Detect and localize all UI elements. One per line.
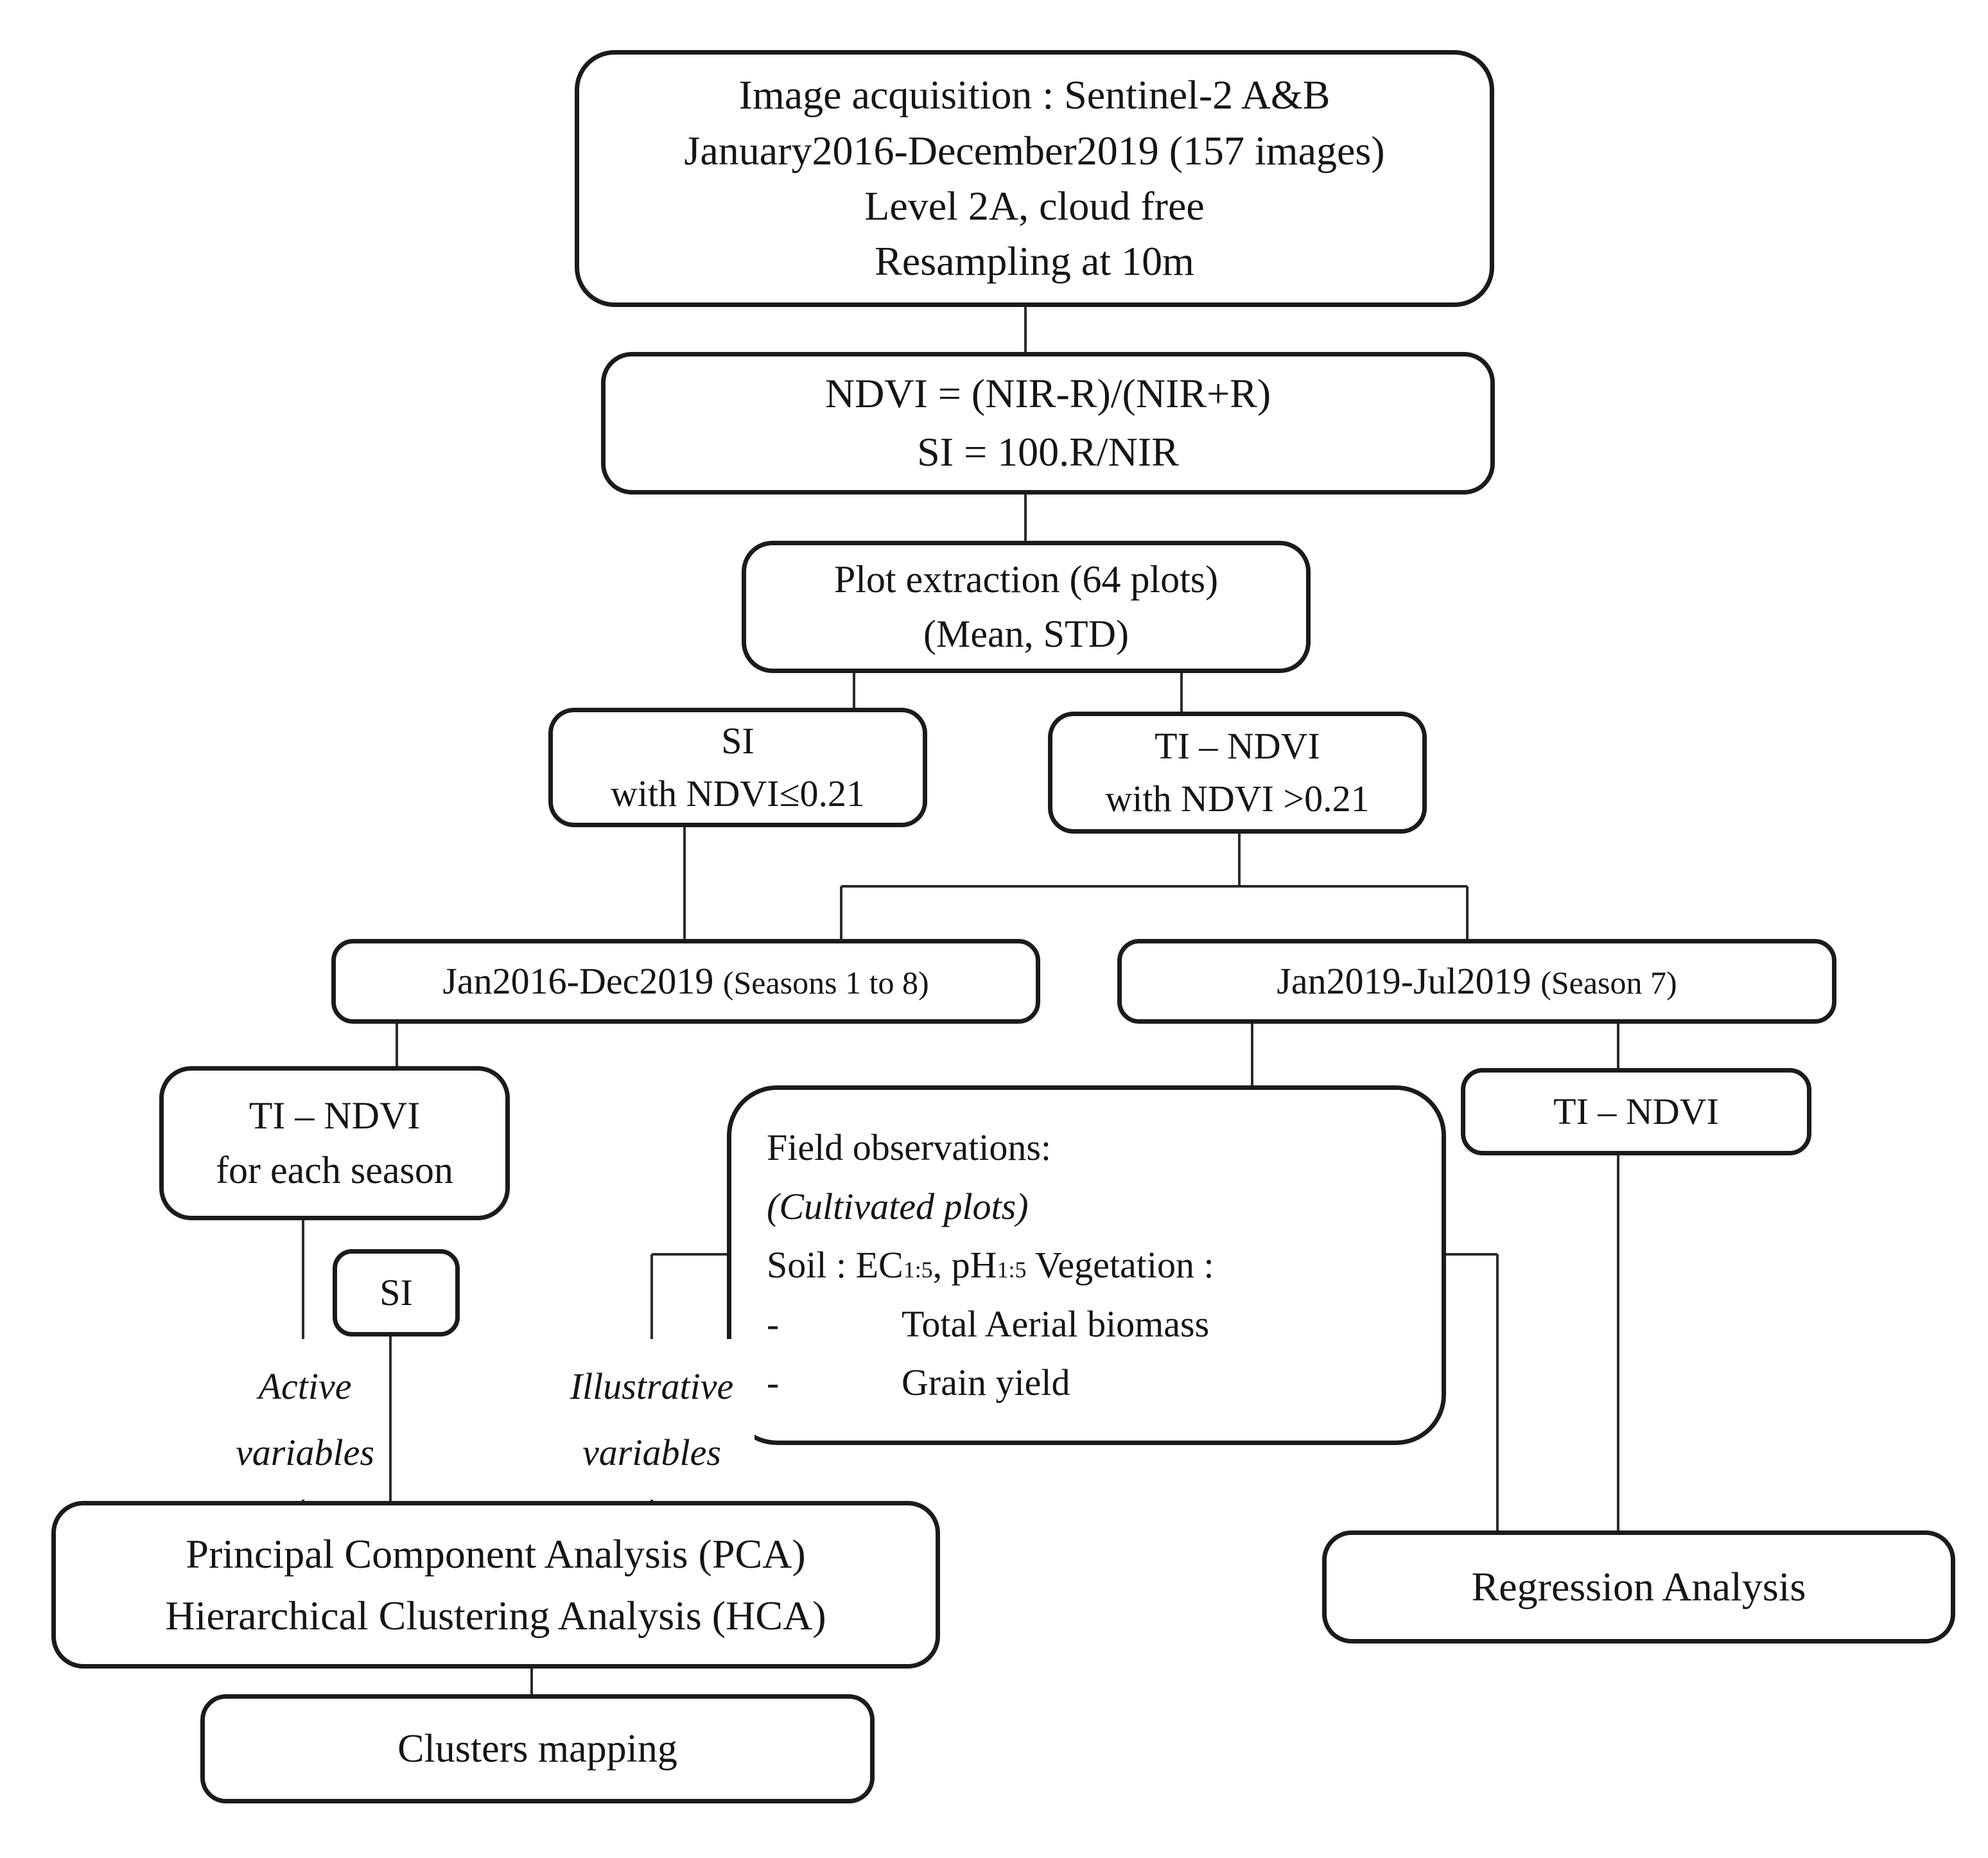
edge-label-active-variables: Active variables <box>225 1339 385 1500</box>
field-obs-title: Field observations: <box>767 1126 1052 1168</box>
edge-label-illustrative-variables: Illustrative variables <box>549 1339 754 1500</box>
plot-extraction-stats: (Mean, STD) <box>923 613 1129 655</box>
hca-line: Hierarchical Clustering Analysis (HCA) <box>165 1592 826 1638</box>
field-obs-bullet-grain: - Grain yield <box>767 1353 1070 1412</box>
si-formula: SI = 100.R/NIR <box>917 429 1179 475</box>
pca-line: Principal Component Analysis (PCA) <box>186 1530 806 1577</box>
active-variables-line: variables <box>236 1432 374 1473</box>
node-pca-hca: Principal Component Analysis (PCA) Hiera… <box>51 1501 940 1669</box>
bullet-text: Total Aerial biomass <box>902 1302 1210 1345</box>
bullet-text: Grain yield <box>902 1362 1070 1404</box>
node-ti-ndvi-each-season: TI – NDVI for each season <box>159 1066 510 1220</box>
bullet-dash: - <box>767 1302 780 1345</box>
period-s7-range: Jan2019-Jul2019 <box>1277 960 1531 1002</box>
node-period-all-seasons: Jan2016-Dec2019 (Seasons 1 to 8) <box>331 939 1040 1024</box>
active-variables-line: Active <box>258 1365 352 1407</box>
period-all-paren: (Seasons 1 to 8) <box>722 964 929 1001</box>
node-si-small: SI <box>333 1249 460 1337</box>
ndvi-formula: NDVI = (NIR-R)/(NIR+R) <box>824 371 1271 417</box>
node-si-low-ndvi: SI with NDVI≤0.21 <box>548 708 927 827</box>
node-field-observations: Field observations: (Cultivated plots) S… <box>727 1085 1446 1445</box>
plot-extraction-line: Plot extraction (64 plots) <box>833 557 1219 600</box>
ph-subscript: 1:5 <box>997 1257 1027 1283</box>
ti-high-title: TI – NDVI <box>1155 724 1320 767</box>
node-plot-extraction: Plot extraction (64 plots) (Mean, STD) <box>742 541 1311 673</box>
image-acquisition-line: Level 2A, cloud free <box>864 183 1205 229</box>
bullet-dash: - <box>767 1362 780 1404</box>
field-obs-subtitle: (Cultivated plots) <box>767 1185 1029 1227</box>
ti-season-title: TI – NDVI <box>248 1094 421 1137</box>
si-low-condition: with NDVI≤0.21 <box>611 773 865 814</box>
field-obs-soil-line: Soil : EC1:5, pH1:5 Vegetation : <box>767 1244 1214 1286</box>
node-image-acquisition: Image acquisition : Sentinel-2 A&B Janua… <box>575 50 1494 307</box>
ec-subscript: 1:5 <box>903 1257 933 1283</box>
illustrative-variables-line: variables <box>582 1432 721 1473</box>
regression-label: Regression Analysis <box>1471 1563 1806 1609</box>
image-acquisition-line: Resampling at 10m <box>875 238 1194 285</box>
period-all-text: Jan2016-Dec2019 (Seasons 1 to 8) <box>442 955 929 1008</box>
field-obs-bullet-biomass: - Total Aerial biomass <box>767 1295 1209 1354</box>
period-s7-paren: (Season 7) <box>1540 964 1677 1001</box>
period-all-range: Jan2016-Dec2019 <box>442 960 714 1002</box>
ti-season-sub: for each season <box>216 1149 453 1191</box>
node-period-season7: Jan2019-Jul2019 (Season 7) <box>1117 939 1836 1024</box>
node-clusters-mapping: Clusters mapping <box>200 1694 875 1803</box>
image-acquisition-line: January2016-December2019 (157 images) <box>684 127 1385 173</box>
period-s7-text: Jan2019-Jul2019 (Season 7) <box>1277 955 1677 1008</box>
si-low-title: SI <box>721 719 754 762</box>
ti-high-condition: with NDVI >0.21 <box>1105 778 1370 819</box>
image-acquisition-line: Image acquisition : Sentinel-2 A&B <box>738 72 1330 118</box>
node-index-formulas: NDVI = (NIR-R)/(NIR+R) SI = 100.R/NIR <box>601 352 1495 495</box>
illustrative-variables-line: Illustrative <box>570 1365 734 1407</box>
si-small-label: SI <box>379 1271 413 1313</box>
clusters-mapping-label: Clusters mapping <box>397 1726 677 1771</box>
node-regression-analysis: Regression Analysis <box>1322 1530 1955 1643</box>
node-ti-ndvi-season7: TI – NDVI <box>1461 1068 1811 1155</box>
node-ti-ndvi-high: TI – NDVI with NDVI >0.21 <box>1048 712 1427 834</box>
ti-right-label: TI – NDVI <box>1553 1090 1719 1132</box>
